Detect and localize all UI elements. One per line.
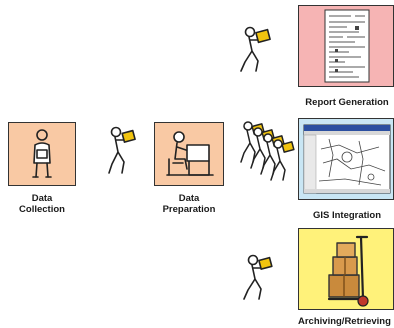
gis-integration-label: GIS Integration [312,210,382,221]
people-carrying-boxes-icon [240,121,295,181]
hand-truck-boxes-icon [327,235,369,307]
person-at-desk-icon [166,131,214,176]
person-carrying-box-icon [240,26,271,72]
archiving-retrieving-box [298,228,394,310]
person-with-clipboard-icon [32,129,52,178]
report-document-icon [324,9,370,83]
data-collection-box [8,122,76,186]
data-preparation-label: Data Preparation [162,193,216,215]
carrier-figure-3 [240,254,276,302]
gis-integration-box [298,118,394,200]
data-preparation-box [154,122,224,186]
carrier-figure-2 [236,26,274,74]
carrier-group [238,118,296,188]
gis-map-window-icon [303,124,391,194]
data-collection-label: Data Collection [19,193,65,215]
archiving-retrieving-label: Archiving/Retrieving [298,316,391,327]
person-carrying-box-icon [243,254,273,300]
report-generation-box [298,5,394,87]
carrier-figure-1 [104,126,138,176]
report-generation-label: Report Generation [305,97,389,108]
person-carrying-box-icon [108,126,136,174]
